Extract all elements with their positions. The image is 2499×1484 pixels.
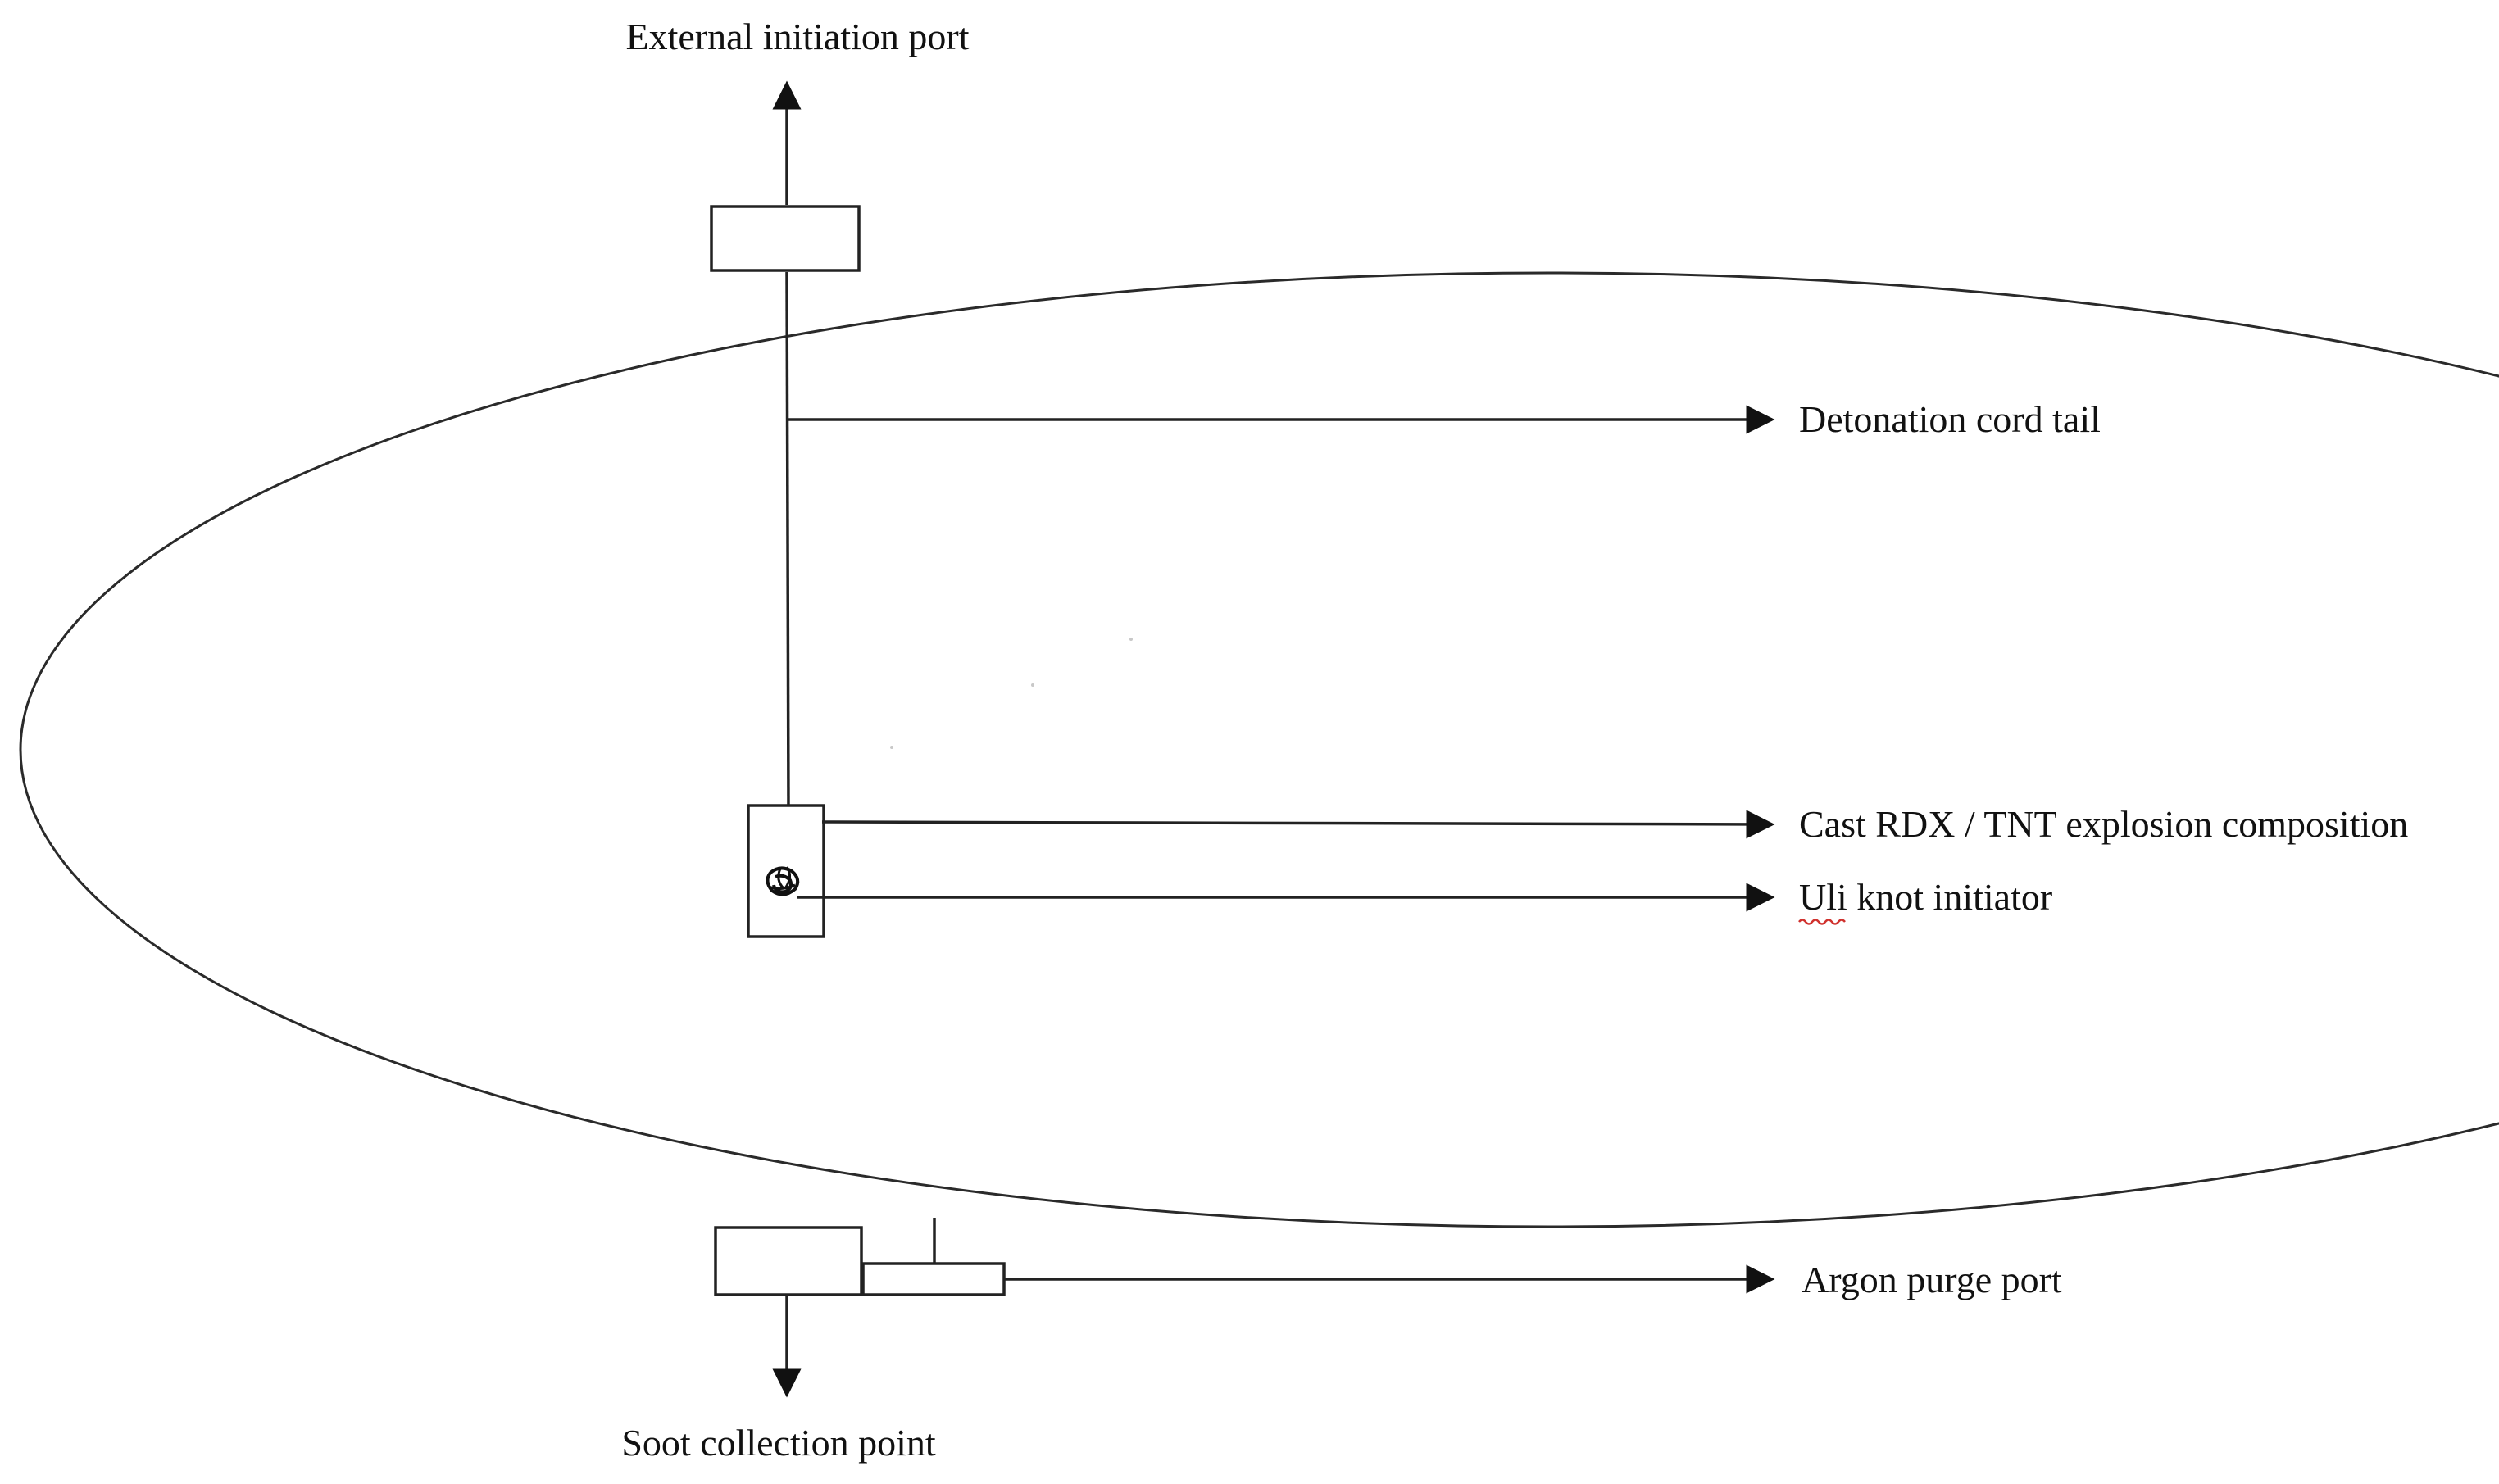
- argon-purge-port-label: Argon purge port: [1802, 1259, 2062, 1300]
- argon-purge-port-box: [861, 1262, 1006, 1296]
- explosive-charge-box: [747, 804, 825, 938]
- chamber-vessel-ellipse: [20, 271, 2499, 1228]
- uli-knot-label: Uli knot initiator: [1799, 876, 2052, 918]
- uli-knot-symbol: [766, 866, 800, 896]
- top-initiation-port-box: [710, 205, 861, 272]
- cast-composition-callout: [821, 810, 1775, 839]
- spellcheck-underline-icon: [1798, 919, 1846, 925]
- scan-artifacts: [890, 638, 1133, 749]
- detonation-cord-tail-label: Detonation cord tail: [1799, 398, 2101, 440]
- detonation-cord-line: [785, 271, 790, 808]
- soot-collection-box: [714, 1226, 863, 1296]
- cast-composition-label: Cast RDX / TNT explosion composition: [1799, 803, 2408, 845]
- soot-collection-point-label: Soot collection point: [621, 1422, 936, 1464]
- external-initiation-port-label: External initiation port: [625, 16, 969, 57]
